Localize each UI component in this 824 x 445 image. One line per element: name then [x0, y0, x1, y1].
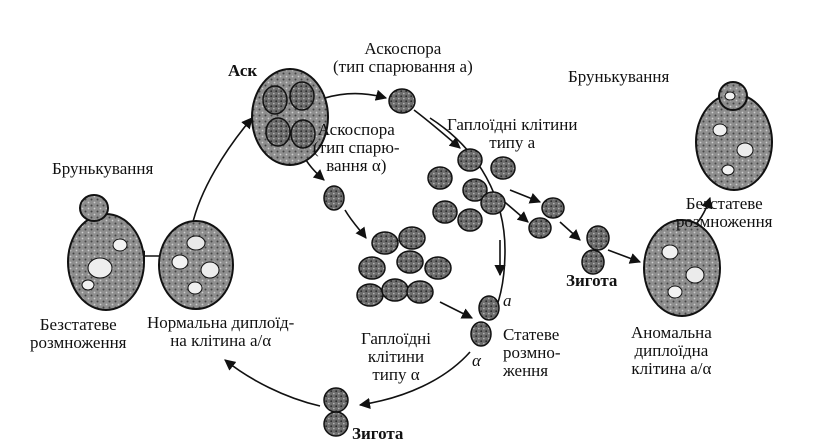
- label-asexual-left: Безстатеве розмноження: [30, 315, 127, 352]
- haploid-alpha-cluster: [356, 226, 452, 307]
- arrow-sexual-to-zygote-bottom: [358, 351, 471, 409]
- mating-pair: [528, 197, 565, 239]
- sexual-pair: [470, 295, 500, 347]
- label-haploid-alpha: Гаплоїдні клітини типу α: [361, 329, 432, 384]
- ascospore-alpha-cell: [323, 185, 345, 211]
- label-sexual: Статеве розмно- ження: [503, 325, 561, 380]
- ascospore-a-cell: [388, 88, 416, 114]
- haploid-a-cluster: [427, 148, 516, 232]
- label-zygote-bottom: Зигота: [352, 424, 404, 443]
- arrow-to-sexual-alpha: [439, 301, 474, 319]
- arrow-ask-to-ascospore-a: [324, 89, 388, 101]
- arrow-ascospore-alpha-path: [344, 209, 367, 239]
- label-mark-alpha: α: [472, 351, 481, 370]
- arrow-haploid-to-mate-1: [509, 189, 542, 204]
- zygote-bottom-cell: [323, 387, 349, 437]
- label-budding-right: Брунькування: [568, 67, 670, 86]
- abnormal-diploid-cell: [643, 219, 721, 317]
- label-asexual-right: Безстатеве розмноження: [676, 194, 773, 231]
- zygote-right-cell: [581, 225, 610, 275]
- arrow-ascospore-a-path: [413, 109, 461, 149]
- arrow-zygote-to-abnormal: [607, 249, 642, 264]
- label-ascospore-alpha: Аскоспора (тип спарю- вання α): [313, 120, 400, 175]
- label-budding-left: Брунькування: [52, 159, 154, 178]
- label-ascospore-a: Аскоспора (тип спарювання a): [333, 39, 473, 76]
- ascus: [251, 68, 329, 166]
- arrow-zygote-bottom-to-normal: [224, 359, 321, 407]
- normal-diploid-cell: [158, 220, 234, 310]
- arrow-mate-to-zygote: [559, 221, 581, 241]
- label-normal-diploid: Нормальна диплоїд- на клітина a/α: [147, 313, 295, 350]
- arrow-big-right-arc: [429, 117, 506, 319]
- label-mark-a: a: [503, 291, 512, 310]
- label-haploid-a: Гаплоїдні клітини типу a: [447, 115, 578, 152]
- label-abnormal-diploid: Аномальна диплоїдна клітина a/α: [631, 323, 712, 378]
- label-zygote-right: Зигота: [566, 271, 618, 290]
- budding-left-cell: [67, 194, 145, 311]
- arrow-normal-to-ask: [191, 117, 253, 227]
- label-ask: Аск: [228, 61, 258, 80]
- budding-right-cell: [695, 81, 773, 191]
